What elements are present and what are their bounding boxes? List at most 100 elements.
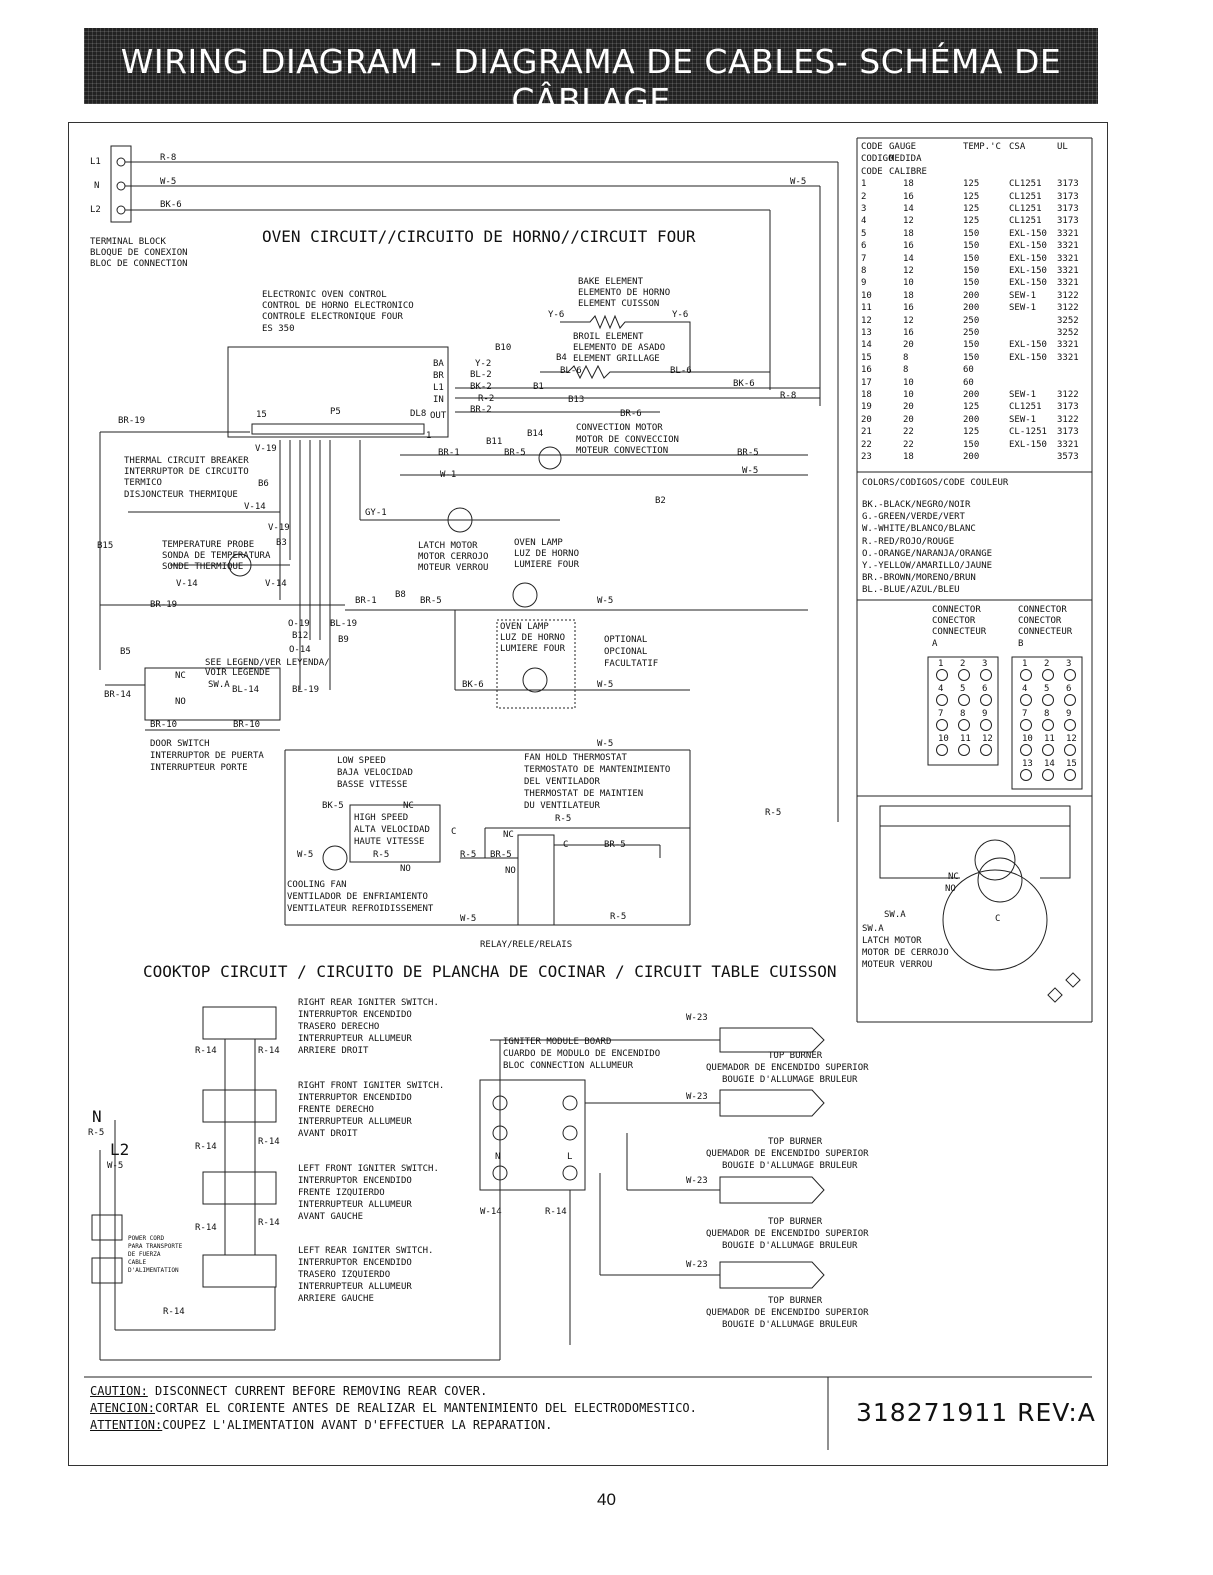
color-legend-item: O.-ORANGE/NARANJA/ORANGE [862, 548, 993, 559]
colors-heading: COLORS/CODIGOS/CODE COULEUR [862, 478, 1009, 488]
convection-motor-label: MOTOR DE CONVECCION [576, 435, 679, 445]
wire-label: W-23 [686, 1176, 708, 1186]
top-burner-label: QUEMADOR DE ENCENDIDO SUPERIOR [706, 1308, 869, 1318]
color-legend-item: R.-RED/ROJO/ROUGE [862, 536, 955, 547]
color-legend-item: Y.-YELLOW/AMARILLO/JAUNE [862, 561, 993, 571]
gauge-cell: 8 [903, 365, 909, 376]
gauge-cell: 11 [861, 303, 872, 314]
igniter-switch-label: AVANT DROIT [298, 1129, 358, 1139]
igniter-board-label: IGNITER MODULE BOARD [503, 1037, 612, 1047]
connector-pin [958, 669, 970, 681]
connector-pin-number: 11 [1044, 734, 1055, 744]
gauge-cell: 3321 [1057, 266, 1079, 276]
connector-pin [1064, 744, 1076, 756]
top-burner-label: QUEMADOR DE ENCENDIDO SUPERIOR [706, 1149, 869, 1159]
wire-label: BL-19 [292, 685, 320, 695]
pin-label: B13 [568, 395, 585, 405]
broil-element-label: ELEMENTO DE ASADO [573, 343, 666, 353]
pin-label: NO [400, 864, 411, 874]
color-legend-item: G.-GREEN/VERDE/VERT [862, 512, 965, 523]
wire-label: R-8 [160, 153, 177, 163]
top-burner-label: TOP BURNER [768, 1051, 823, 1061]
wire-label: W-14 [480, 1207, 502, 1217]
wire-label: BR-10 [233, 720, 261, 730]
optional-label: FACULTATIF [604, 659, 659, 669]
breaker-label: TERMICO [124, 478, 162, 488]
optional-lamp-label: LUMIERE FOUR [500, 644, 566, 654]
gauge-cell: CL1251 [1009, 402, 1042, 413]
oven-circuit-title: OVEN CIRCUIT//CIRCUITO DE HORNO//CIRCUIT… [262, 227, 696, 246]
gauge-cell: 5 [861, 228, 867, 239]
wire-label: BK-2 [470, 382, 492, 392]
gauge-cell: 150 [963, 253, 980, 264]
gauge-cell: 60 [963, 365, 974, 376]
gauge-cell: 8 [903, 352, 909, 363]
igniter-switch-label: ARRIERE DROIT [298, 1046, 369, 1056]
igniter-switch-label: INTERRUPTEUR ALLUMEUR [298, 1200, 412, 1210]
bake-element-label: ELEMENT CUISSON [578, 299, 660, 309]
gauge-cell: 3122 [1057, 390, 1079, 400]
cooktop-circuit-title: COOKTOP CIRCUIT / CIRCUITO DE PLANCHA DE… [143, 962, 837, 981]
wire-label: R-14 [258, 1046, 280, 1056]
wire-label: BR-5 [604, 840, 626, 850]
high-speed-label: HIGH SPEED [354, 813, 409, 823]
gauge-header-cell: CALIBRE [889, 166, 927, 177]
gauge-cell: 20 [903, 402, 914, 413]
page-number: 40 [597, 1490, 616, 1509]
caution-label: ATTENTION: [90, 1418, 163, 1432]
wire-label: R-14 [258, 1137, 280, 1147]
wire-label: BR-10 [150, 720, 178, 730]
wire-label: V-19 [268, 523, 290, 533]
gauge-cell: 200 [963, 414, 980, 425]
color-legend-item: W.-WHITE/BLANCO/BLANC [862, 524, 976, 535]
connector-a-label: CONNECTOR [932, 605, 981, 615]
latch-legend-label: MOTEUR VERROU [862, 960, 933, 970]
wire-label: BR-1 [355, 596, 377, 606]
latch-legend-label: MOTOR DE CERROJO [862, 948, 949, 958]
gauge-cell: 125 [963, 179, 980, 190]
gauge-cell: 20 [861, 414, 872, 425]
fan-thermostat-label: DU VENTILATEUR [524, 801, 600, 811]
igniter-switch-label: INTERRUPTEUR ALLUMEUR [298, 1117, 412, 1127]
gauge-cell: 17 [861, 377, 872, 388]
wire-label: BR-2 [470, 405, 492, 415]
color-legend-item: BR.-BROWN/MORENO/BRUN [862, 573, 976, 584]
gauge-cell: 10 [903, 278, 914, 289]
igniter-switch-label: INTERRUPTOR ENCENDIDO [298, 1176, 412, 1186]
top-burner-label: BOUGIE D'ALLUMAGE BRULEUR [722, 1075, 858, 1085]
caution-text: CORTAR EL CORIENTE ANTES DE REALIZAR EL … [155, 1401, 697, 1415]
wire-label: V-14 [265, 579, 287, 589]
connector-pin-number: 1 [1022, 659, 1028, 669]
gauge-cell: 3173 [1057, 427, 1079, 438]
gauge-cell: 200 [963, 303, 980, 314]
cooling-fan-label: VENTILATEUR REFROIDISSEMENT [287, 904, 434, 914]
gauge-cell: EXL-150 [1009, 253, 1047, 264]
wire-label: R-14 [195, 1223, 217, 1233]
wire-label: R-14 [545, 1207, 567, 1217]
connector-pin-number: 1 [938, 659, 944, 669]
connector-pin-number: 3 [982, 659, 988, 669]
pin-label: B12 [292, 631, 309, 641]
probe-label: TEMPERATURE PROBE [162, 540, 255, 550]
gauge-cell: EXL-150 [1009, 352, 1047, 363]
connector-pin [936, 694, 948, 706]
gauge-cell: 150 [963, 340, 980, 351]
page-title: WIRING DIAGRAM - DIAGRAMA DE CABLES- SCH… [120, 42, 1062, 120]
pin-label: C [451, 827, 457, 837]
gauge-cell: 9 [861, 278, 867, 289]
wire-label: BK-6 [160, 200, 182, 210]
caution-line: ATENCION:CORTAR EL CORIENTE ANTES DE REA… [90, 1401, 697, 1415]
gauge-cell: 18 [903, 290, 914, 301]
latch-nc: NC [948, 872, 959, 882]
gauge-cell: 150 [963, 439, 980, 450]
gauge-cell: 20 [903, 414, 914, 425]
relay-label: RELAY/RELE/RELAIS [480, 940, 573, 950]
igniter-switch-label: LEFT REAR IGNITER SWITCH. [298, 1246, 434, 1256]
connector-pin [980, 719, 992, 731]
gauge-cell: 3173 [1057, 179, 1079, 190]
connector-pin-number: 8 [1044, 709, 1050, 719]
diagram-frame [68, 122, 1108, 1466]
connector-pin-number: 4 [1022, 684, 1028, 694]
pin-label: B8 [395, 590, 406, 600]
connector-pin-number: 6 [1066, 684, 1072, 694]
